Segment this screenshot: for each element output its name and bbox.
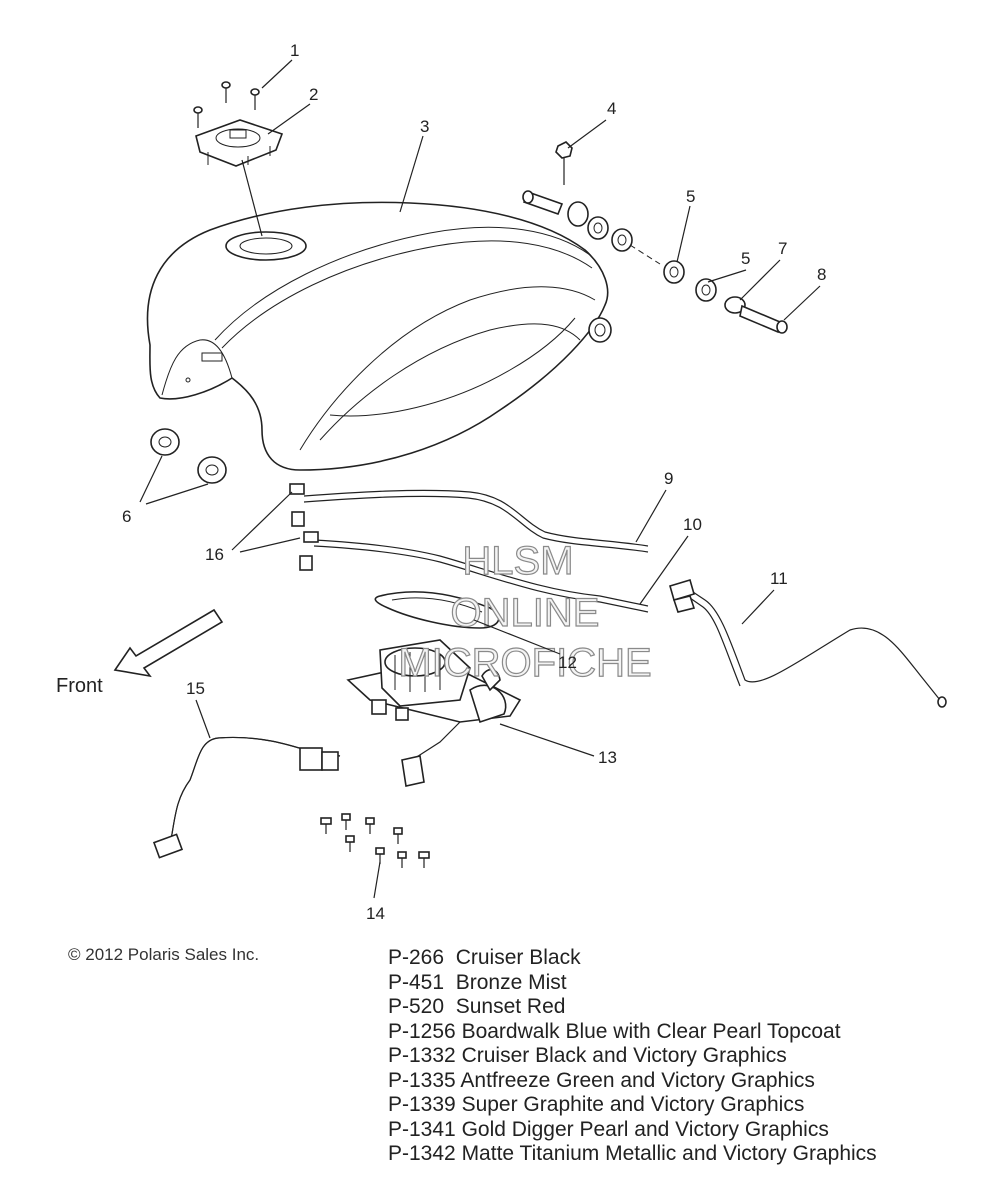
paint-color-name: Matte Titanium Metallic and Victory Grap…: [461, 1142, 877, 1165]
paint-code-row: P-520 Sunset Red: [388, 995, 877, 1020]
callout-5b: 5: [741, 249, 750, 268]
rear-mount-hardware: [522, 141, 788, 334]
paint-code: P-1335: [388, 1068, 456, 1092]
callout-9: 9: [664, 469, 673, 488]
callout-6: 6: [122, 507, 131, 526]
watermark-line-3: MICROFICHE: [398, 641, 651, 685]
callout-4: 4: [607, 99, 616, 118]
watermark: HLSM ONLINE MICROFICHE: [398, 538, 653, 685]
paint-code-row: P-1341 Gold Digger Pearl and Victory Gra…: [388, 1118, 877, 1143]
paint-code: P-1339: [388, 1093, 456, 1116]
paint-code-row: P-1256 Boardwalk Blue with Clear Pearl T…: [388, 1020, 877, 1045]
paint-code-legend: P-266 Cruiser Black P-451 Bronze Mist P-…: [388, 946, 877, 1167]
gasket: [374, 591, 500, 629]
callouts: 1 2 3 4 5 5 6 7 8 9 10 11 12 13 14 15 16: [122, 41, 826, 923]
callout-5a: 5: [686, 187, 695, 206]
fuel-hose: [152, 736, 341, 859]
paint-code: P-1341: [388, 1117, 456, 1141]
callout-2: 2: [309, 85, 318, 104]
paint-code-row: P-451 Bronze Mist: [388, 971, 877, 996]
filler-ring: [195, 119, 284, 167]
paint-color-name: Gold Digger Pearl and Victory Graphics: [461, 1117, 829, 1141]
leader-lines: [139, 59, 821, 899]
paint-color-name: Boardwalk Blue with Clear Pearl Topcoat: [461, 1019, 841, 1043]
copyright-notice: © 2012 Polaris Sales Inc.: [68, 945, 260, 964]
watermark-line-1: HLSM: [462, 539, 573, 583]
callout-10: 10: [683, 515, 702, 534]
callout-8: 8: [817, 265, 826, 284]
paint-color-name: Antfreeze Green and Victory Graphics: [460, 1068, 815, 1092]
paint-color-name: Super Graphite and Victory Graphics: [461, 1093, 805, 1116]
paint-code-row: P-1339 Super Graphite and Victory Graphi…: [388, 1093, 877, 1118]
paint-code-row: P-1335 Antfreeze Green and Victory Graph…: [388, 1069, 877, 1094]
paint-code: P-1256: [388, 1019, 456, 1043]
watermark-line-2: ONLINE: [451, 591, 600, 635]
callout-7: 7: [778, 239, 787, 258]
callout-3: 3: [420, 117, 429, 136]
callout-14: 14: [366, 904, 385, 923]
paint-code-row: P-266 Cruiser Black: [388, 946, 877, 971]
paint-code: P-1332: [388, 1044, 456, 1067]
parts-diagram: Front HLSM ONLINE MICROFICHE 1 2 3 4 5: [56, 41, 947, 923]
paint-code: P-451: [388, 970, 445, 994]
paint-code: P-1342: [388, 1142, 456, 1165]
callout-15: 15: [186, 679, 205, 698]
paint-color-name: Cruiser Black and Victory Graphics: [461, 1044, 787, 1067]
callout-11: 11: [770, 569, 788, 588]
vent-lines: [289, 483, 649, 613]
paint-color-name: Sunset Red: [455, 995, 566, 1018]
paint-color-name: Cruiser Black: [455, 946, 581, 969]
front-label: Front: [56, 675, 103, 697]
callout-1: 1: [290, 41, 299, 60]
fuel-tank: [146, 201, 612, 471]
crossover-line: [669, 579, 947, 708]
callout-16: 16: [205, 545, 224, 564]
paint-code-row: P-1332 Cruiser Black and Victory Graphic…: [388, 1044, 877, 1069]
paint-code: P-266: [388, 946, 445, 969]
front-arrow: [113, 608, 224, 678]
paint-code: P-520: [388, 995, 445, 1018]
pump-screws: [320, 813, 430, 868]
paint-code-row: P-1342 Matte Titanium Metallic and Victo…: [388, 1142, 877, 1167]
callout-12: 12: [558, 653, 577, 672]
fuel-pump: [346, 639, 522, 787]
grommets: [150, 428, 227, 484]
screws: [193, 81, 260, 128]
callout-13: 13: [598, 748, 617, 767]
paint-color-name: Bronze Mist: [455, 970, 567, 994]
